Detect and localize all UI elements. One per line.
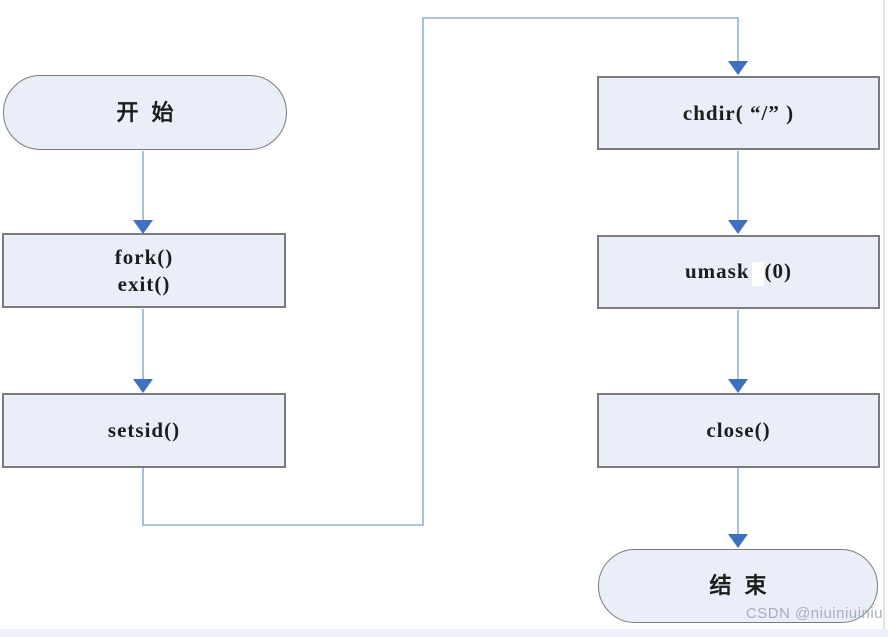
umask-name: umask <box>684 259 750 284</box>
node-chdir-label: chdir( “/” ) <box>682 100 795 125</box>
node-close: close() <box>597 393 880 468</box>
node-start-label: 开始 <box>116 99 187 125</box>
node-start: 开始 <box>3 75 287 150</box>
arrowhead-chdir <box>728 61 748 75</box>
node-fork-exit: fork() exit() <box>2 233 286 308</box>
umask-arg: (0) <box>764 259 793 284</box>
node-umask: umask (0) <box>597 235 880 309</box>
bottom-edge-strip <box>0 629 888 637</box>
arrowhead-fork <box>133 220 153 234</box>
edge-setsid-chdir <box>142 17 739 526</box>
node-fork-exit-label: fork() exit() <box>115 244 173 297</box>
node-end-label: 结束 <box>709 573 780 599</box>
csdn-watermark: CSDN @niuiniuiniu <box>745 605 883 622</box>
node-close-label: close() <box>706 418 771 443</box>
arrowhead-end <box>728 534 748 548</box>
white-highlight-patch <box>751 261 764 286</box>
node-end: 结束 <box>598 549 878 623</box>
node-setsid-label: setsid() <box>107 418 181 443</box>
node-chdir: chdir( “/” ) <box>597 76 880 150</box>
right-edge-line <box>883 0 885 629</box>
node-setsid: setsid() <box>2 393 286 468</box>
node-umask-label: umask (0) <box>684 258 793 286</box>
exit-line: exit() <box>117 271 171 296</box>
fork-line: fork() <box>114 245 174 270</box>
arrowhead-setsid <box>133 379 153 393</box>
arrowhead-umask <box>728 220 748 234</box>
arrowhead-close <box>728 379 748 393</box>
